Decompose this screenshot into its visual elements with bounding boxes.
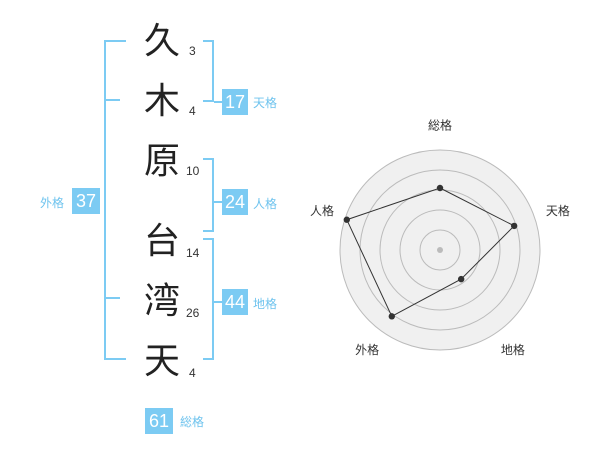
- radar-grid-ring: [419, 229, 461, 271]
- radar-axis-label: 人格: [310, 203, 334, 218]
- radar-center-dot: [437, 247, 443, 253]
- soukaku-label: 総格: [180, 415, 205, 429]
- tenkaku-value-badge: 17: [222, 89, 248, 115]
- chikaku-bracket: [203, 238, 214, 360]
- name-character-4: 台: [143, 221, 180, 262]
- stroke-count-4: 14: [186, 246, 200, 260]
- radar-point-4: [388, 313, 396, 320]
- stroke-count-2: 4: [189, 104, 196, 118]
- gaikaku-tick-lower: [106, 297, 120, 299]
- jinkaku-label: 人格: [253, 197, 278, 211]
- gaikaku-label: 外格: [40, 196, 65, 210]
- chikaku-value-badge: 44: [222, 289, 248, 315]
- radar-axis-label: 地格: [501, 342, 525, 357]
- jinkaku-bracket: [203, 158, 214, 232]
- gaikaku-value-badge: 37: [72, 188, 100, 214]
- radar-point-3: [457, 275, 465, 283]
- stroke-count-6: 4: [189, 366, 196, 380]
- radar-value-polygon: [346, 187, 516, 318]
- gaikaku-tick-upper: [106, 99, 120, 101]
- name-character-3: 原: [143, 141, 180, 182]
- radar-point-5: [343, 216, 350, 223]
- radar-point-2: [510, 222, 518, 230]
- jinkaku-value-badge: 24: [222, 189, 248, 215]
- radar-axis-label: 外格: [355, 342, 379, 357]
- jinkaku-connector: [214, 201, 222, 203]
- tenkaku-bracket: [203, 40, 214, 102]
- name-character-5: 湾: [143, 281, 180, 322]
- name-character-1: 久: [143, 21, 180, 62]
- radar-point-1: [436, 184, 444, 192]
- radar-axis-label: 天格: [546, 203, 570, 218]
- name-character-2: 木: [143, 81, 180, 122]
- soukaku-value-badge: 61: [145, 408, 173, 434]
- name-character-6: 天: [143, 341, 180, 382]
- stroke-count-5: 26: [186, 306, 200, 320]
- radar-axis-label: 総格: [428, 118, 452, 133]
- chikaku-connector: [214, 301, 222, 303]
- chikaku-label: 地格: [253, 297, 278, 311]
- stroke-count-3: 10: [186, 164, 200, 178]
- tenkaku-connector: [214, 101, 222, 103]
- gaikaku-bracket: [104, 40, 126, 360]
- stroke-count-1: 3: [189, 44, 196, 58]
- tenkaku-label: 天格: [253, 96, 278, 110]
- radar-grid-ring: [359, 169, 521, 331]
